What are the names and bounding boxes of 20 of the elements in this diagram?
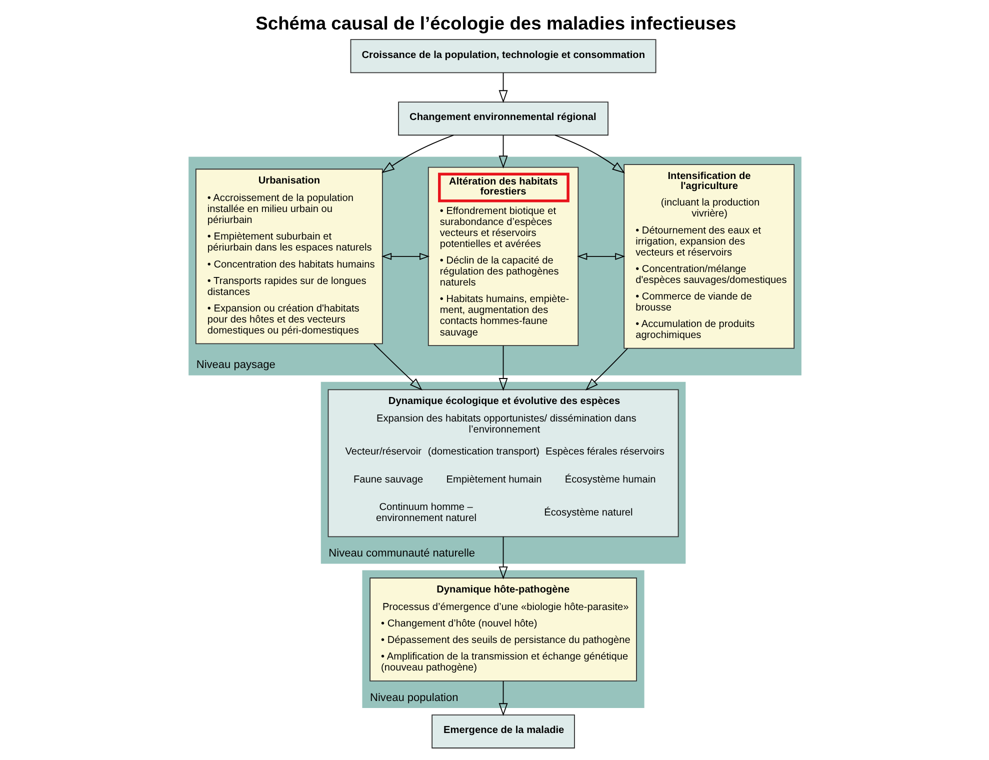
node-box: Altération des habitats forestiers • Effondrement biotique et surabondance d’espèces vecteurs et réservoirs potentielles et avérées • Déclin de la capacité de régulation des pathogènes naturels • Habitats humains, empiète-ment, augmentation des contacts hommes-faune sauvage — [427, 166, 578, 346]
node-box: Urbanisation • Accroissement de la population installée en milieu urbain ou périurbain • Empiètement suburbain et périurbain dans les espaces naturels • Concentration des habitats humains • Transports rapides sur de longues distances • Expansion ou création d'habitats pour des hôtes et des vecteurs domestiques ou péri-domestiques — [194, 168, 382, 344]
node-box: Emergence de la maladie — [431, 714, 574, 748]
arrow — [373, 344, 422, 390]
arrow — [498, 536, 508, 580]
node-box: Intensification de l'agriculture (incluant la production vivrière) • Détournement des eaux et irrigation, expansion des vecteurs et réservoirs • Concentration/mélange d'espèces sauvages/domestiques • Commerce de viande de brousse • Accumulation de produits agrochimiques — [623, 164, 794, 349]
arrow — [498, 72, 508, 104]
arrow — [576, 252, 625, 260]
arrow — [498, 345, 508, 391]
arrow — [498, 134, 508, 169]
node-box: Croissance de la population, technologie et consommation — [350, 39, 656, 74]
node-box: Dynamique écologique et évolutive des espèces Expansion des habitats opportunistes/ dissémination dans l’environnement Vecteur/réservoir (domestication transport) Espèces férales réservoirs Faune sauvage Empiètement humain Écosystème humain Continuum homme – environnement naturel Écosystème naturel — [327, 389, 678, 538]
arrow — [498, 680, 508, 716]
diagram-title: Schéma causal de l’écologie des maladies infectieuses — [255, 12, 736, 34]
node-box: Dynamique hôte-pathogène Processus d’émergence d’une «biologie hôte-parasite» • Changement d’hôte (nouvel hôte) • Dépassement des seuils de persistance du pathogène • Amplification de la transmission et échange génétique (nouveau pathogène) — [369, 578, 636, 682]
arrow — [554, 134, 625, 174]
arrow — [380, 252, 430, 260]
arrow — [584, 348, 628, 390]
arrow — [381, 134, 454, 174]
node-box: Changement environnemental régional — [398, 102, 608, 136]
